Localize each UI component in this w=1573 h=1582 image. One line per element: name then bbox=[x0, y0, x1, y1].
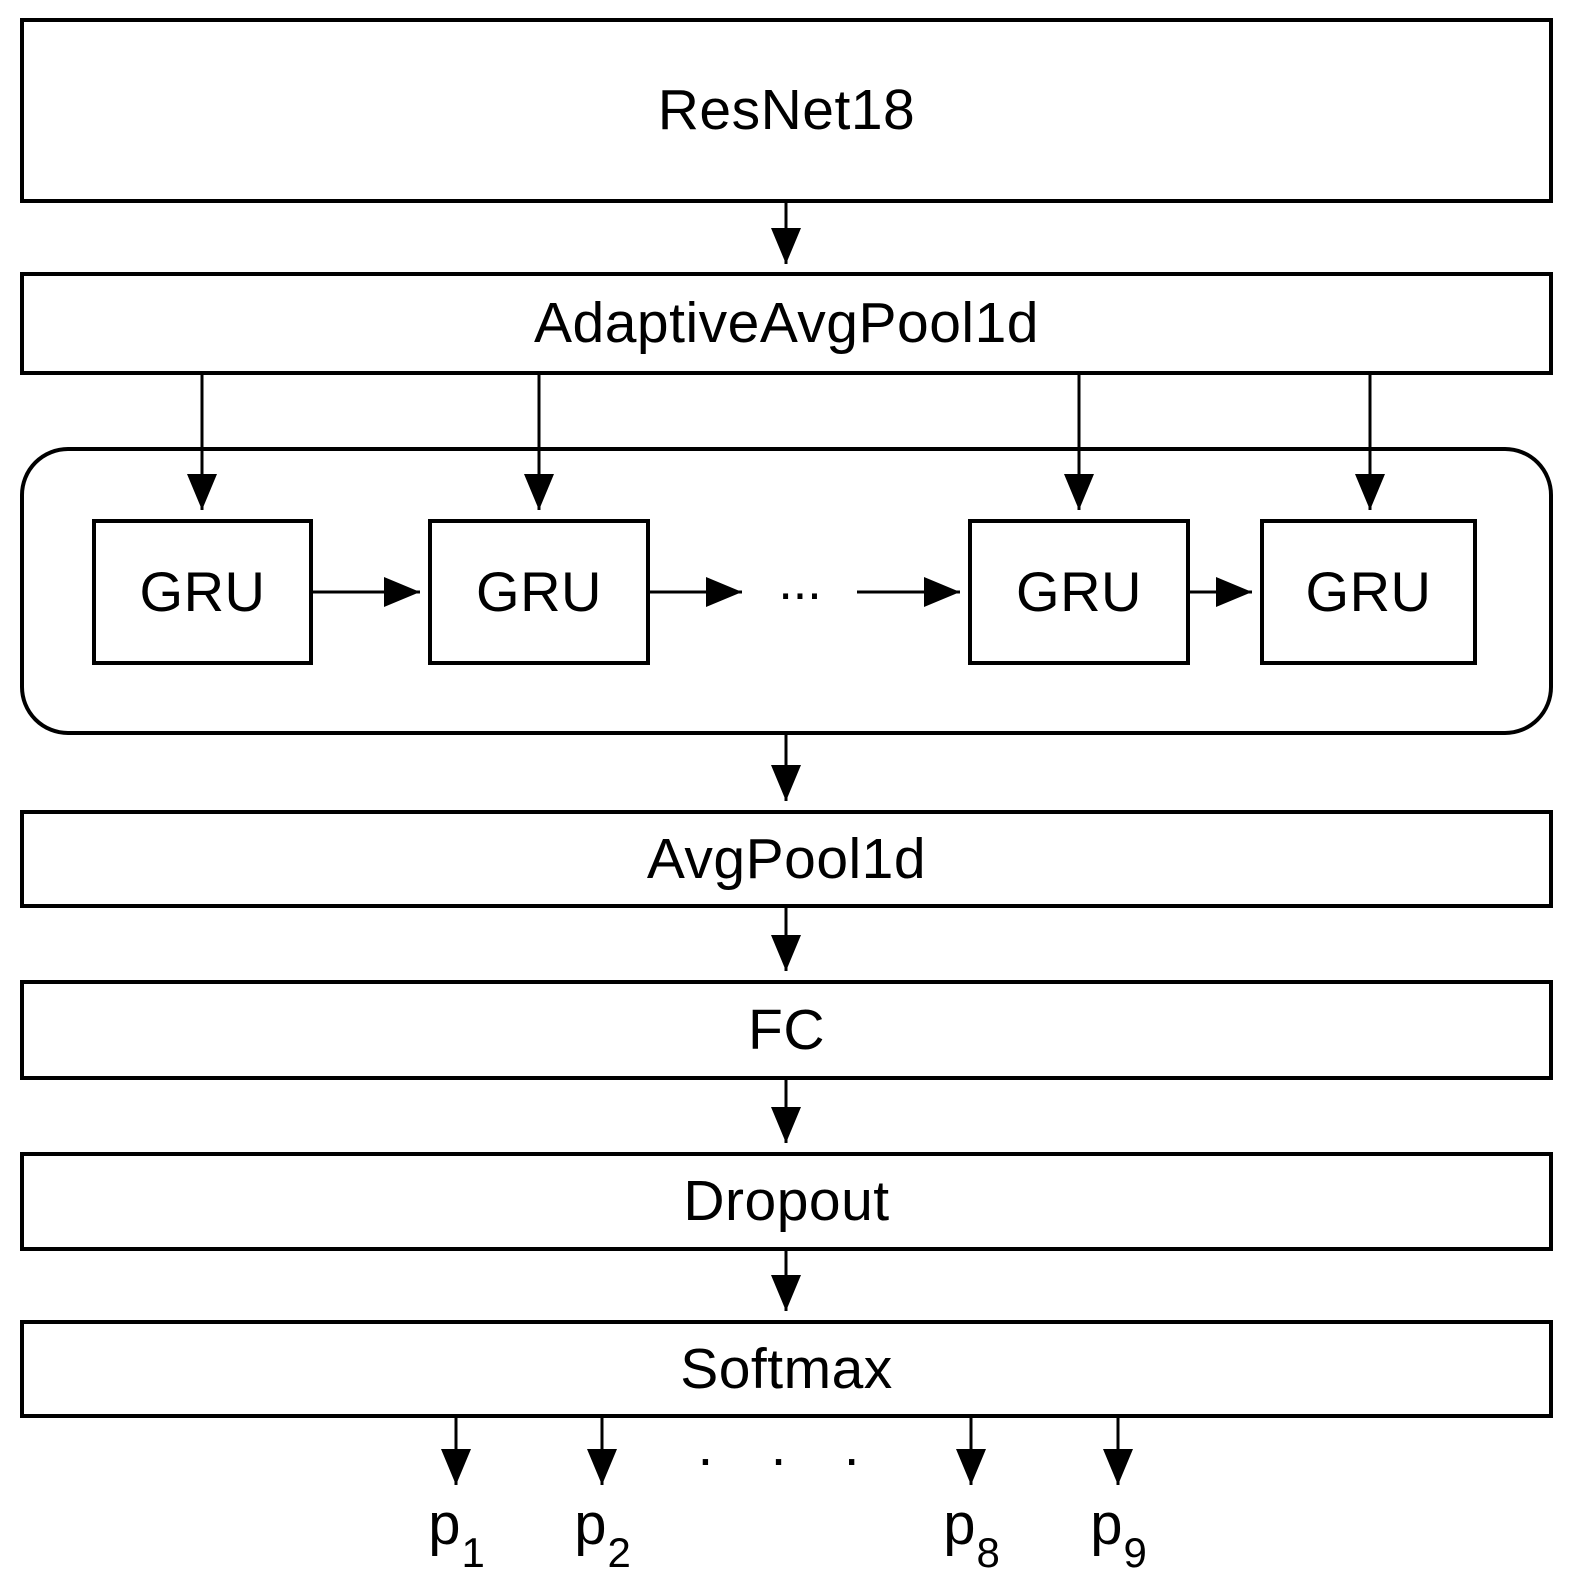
output-label-p1: p1 bbox=[386, 1496, 526, 1574]
gru-label-3: GRU bbox=[1016, 560, 1142, 623]
output-p2-base: p bbox=[574, 1492, 607, 1557]
output-label-p9: p9 bbox=[1048, 1496, 1188, 1574]
output-p1-sub: 1 bbox=[461, 1528, 485, 1576]
gru-label-2: GRU bbox=[476, 560, 602, 623]
softmax-block: Softmax bbox=[20, 1320, 1553, 1418]
softmax-label: Softmax bbox=[680, 1336, 893, 1401]
avg-pool1d-label: AvgPool1d bbox=[646, 826, 927, 891]
dropout-block: Dropout bbox=[20, 1152, 1553, 1251]
output-p9-sub: 9 bbox=[1123, 1528, 1147, 1576]
output-label-p8: p8 bbox=[901, 1496, 1041, 1574]
adaptive-avg-pool1d-block: AdaptiveAvgPool1d bbox=[20, 272, 1553, 375]
gru-label-1: GRU bbox=[139, 560, 266, 623]
output-label-p2: p2 bbox=[532, 1496, 672, 1574]
output-p8-base: p bbox=[943, 1492, 976, 1557]
output-ellipsis: . . . bbox=[697, 1414, 881, 1477]
resnet18-block: ResNet18 bbox=[20, 18, 1553, 203]
gru-block-3: GRU bbox=[968, 519, 1190, 665]
gru-label-4: GRU bbox=[1305, 560, 1432, 623]
gru-block-4: GRU bbox=[1260, 519, 1477, 665]
gru-block-1: GRU bbox=[92, 519, 313, 665]
output-p9-base: p bbox=[1090, 1492, 1123, 1557]
gru-block-2: GRU bbox=[428, 519, 650, 665]
adaptive-avg-pool1d-label: AdaptiveAvgPool1d bbox=[534, 291, 1039, 355]
avg-pool1d-block: AvgPool1d bbox=[20, 810, 1553, 908]
resnet18-label: ResNet18 bbox=[657, 78, 916, 142]
fc-block: FC bbox=[20, 980, 1553, 1080]
output-p8-sub: 8 bbox=[976, 1528, 1000, 1576]
fc-label: FC bbox=[748, 997, 825, 1062]
gru-ellipsis: ... bbox=[778, 553, 822, 611]
output-p1-base: p bbox=[428, 1492, 461, 1557]
output-p2-sub: 2 bbox=[607, 1528, 631, 1576]
dropout-label: Dropout bbox=[683, 1169, 890, 1233]
